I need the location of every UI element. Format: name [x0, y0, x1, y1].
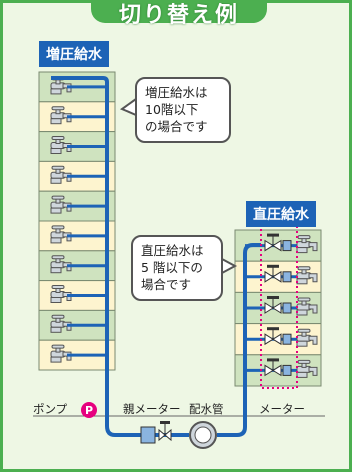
- right-bubble-tail: [221, 257, 238, 275]
- meter-icon: [282, 333, 292, 345]
- right-note-line-2: 5 階以下の: [141, 260, 203, 275]
- main-pipe-label: 配水管: [189, 402, 224, 416]
- left-note-line-1: 増圧給水は: [145, 85, 208, 100]
- title-tab: 切り替え例: [91, 3, 267, 28]
- valve-icon: [158, 428, 166, 442]
- left-bubble-tail: [119, 97, 137, 117]
- valve-handle: [267, 358, 279, 362]
- valve-icon: [272, 333, 282, 346]
- pump-label: ポンプ: [33, 402, 68, 416]
- left-note-line-2: 10階以下: [145, 102, 199, 117]
- meter-highlight-box: [260, 221, 298, 389]
- right-section-label: 直圧給水: [246, 201, 316, 227]
- main-pipe-inner: [194, 426, 212, 444]
- faucet-icon: [296, 328, 318, 347]
- valve-icon: [264, 270, 274, 283]
- right-note-line-1: 直圧給水は: [141, 243, 204, 258]
- valve-handle: [267, 327, 279, 331]
- valve-icon: [264, 333, 274, 346]
- faucet-icon: [296, 266, 318, 285]
- valve-icon: [272, 302, 282, 314]
- right-note-bubble: 直圧給水は 5 階以下の 場合です: [131, 235, 223, 301]
- main-meter-icon: [140, 426, 156, 444]
- faucet-icon: [50, 195, 72, 214]
- pump-symbol: P: [85, 404, 93, 417]
- main-supply-pipe: [105, 425, 189, 437]
- valve-icon: [264, 364, 274, 377]
- valve-icon: [272, 239, 282, 252]
- diagram-artwork: P: [33, 71, 325, 449]
- faucet-icon: [50, 314, 72, 333]
- valve-icon: [264, 239, 274, 252]
- left-section-label: 増圧給水: [39, 41, 109, 67]
- valve-icon: [264, 302, 274, 314]
- meter-icon: [282, 271, 292, 283]
- valve-handle: [267, 296, 279, 299]
- right-note-line-3: 場合です: [141, 277, 192, 292]
- meter-icon: [282, 302, 292, 314]
- faucet-icon: [296, 359, 318, 378]
- valve-icon: [164, 428, 172, 442]
- left-riser-pipe: [51, 76, 109, 426]
- valve-handle: [267, 233, 279, 237]
- valve-icon: [272, 270, 282, 283]
- meter-label: メーター: [259, 402, 305, 416]
- valve-handle: [160, 421, 170, 424]
- left-note-bubble: 増圧給水は 10階以下 の場合です: [135, 77, 231, 143]
- faucet-icon: [296, 297, 318, 316]
- meter-icon: [282, 240, 292, 252]
- main-meter-label: 親メーター: [123, 402, 181, 416]
- valve-handle: [267, 264, 279, 268]
- valve-icon: [272, 364, 282, 377]
- meter-icon: [282, 364, 292, 376]
- diagram-title: 切り替え例: [118, 3, 239, 28]
- left-note-line-3: の場合です: [145, 119, 208, 134]
- pump-icon: [81, 402, 97, 418]
